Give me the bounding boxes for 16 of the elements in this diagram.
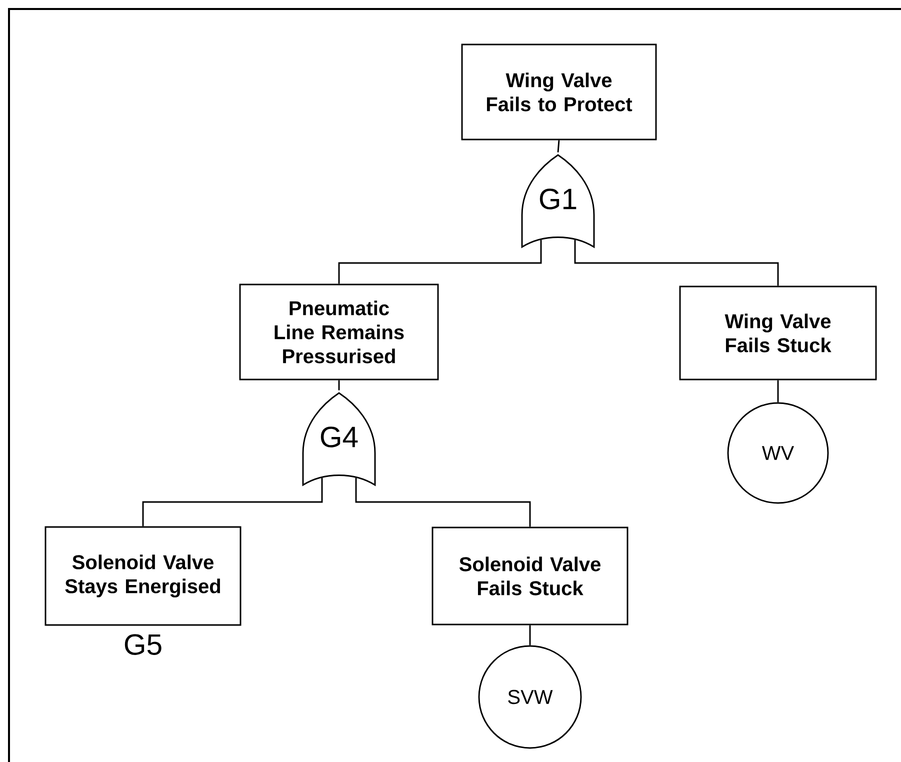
connector-line (557, 140, 560, 152)
event-box: Wing Valve Fails to Protect (461, 44, 657, 140)
event-box: Wing Valve Fails Stuck (679, 286, 877, 380)
or-gate: G1 (521, 154, 595, 248)
event-box: Pneumatic Line Remains Pressurised (239, 284, 439, 380)
connector-line (574, 240, 779, 286)
connector-line (777, 380, 779, 402)
event-box: Solenoid Valve Fails Stuck (432, 526, 628, 626)
connector-line (355, 478, 531, 527)
event-box: Solenoid Valve Stays Energised (44, 526, 242, 626)
gate-label: G5 (124, 634, 162, 655)
connector-line (529, 625, 531, 646)
connector-line (142, 478, 323, 526)
connector-line (338, 240, 542, 284)
or-gate: G4 (302, 392, 376, 486)
connector-line (338, 380, 340, 390)
